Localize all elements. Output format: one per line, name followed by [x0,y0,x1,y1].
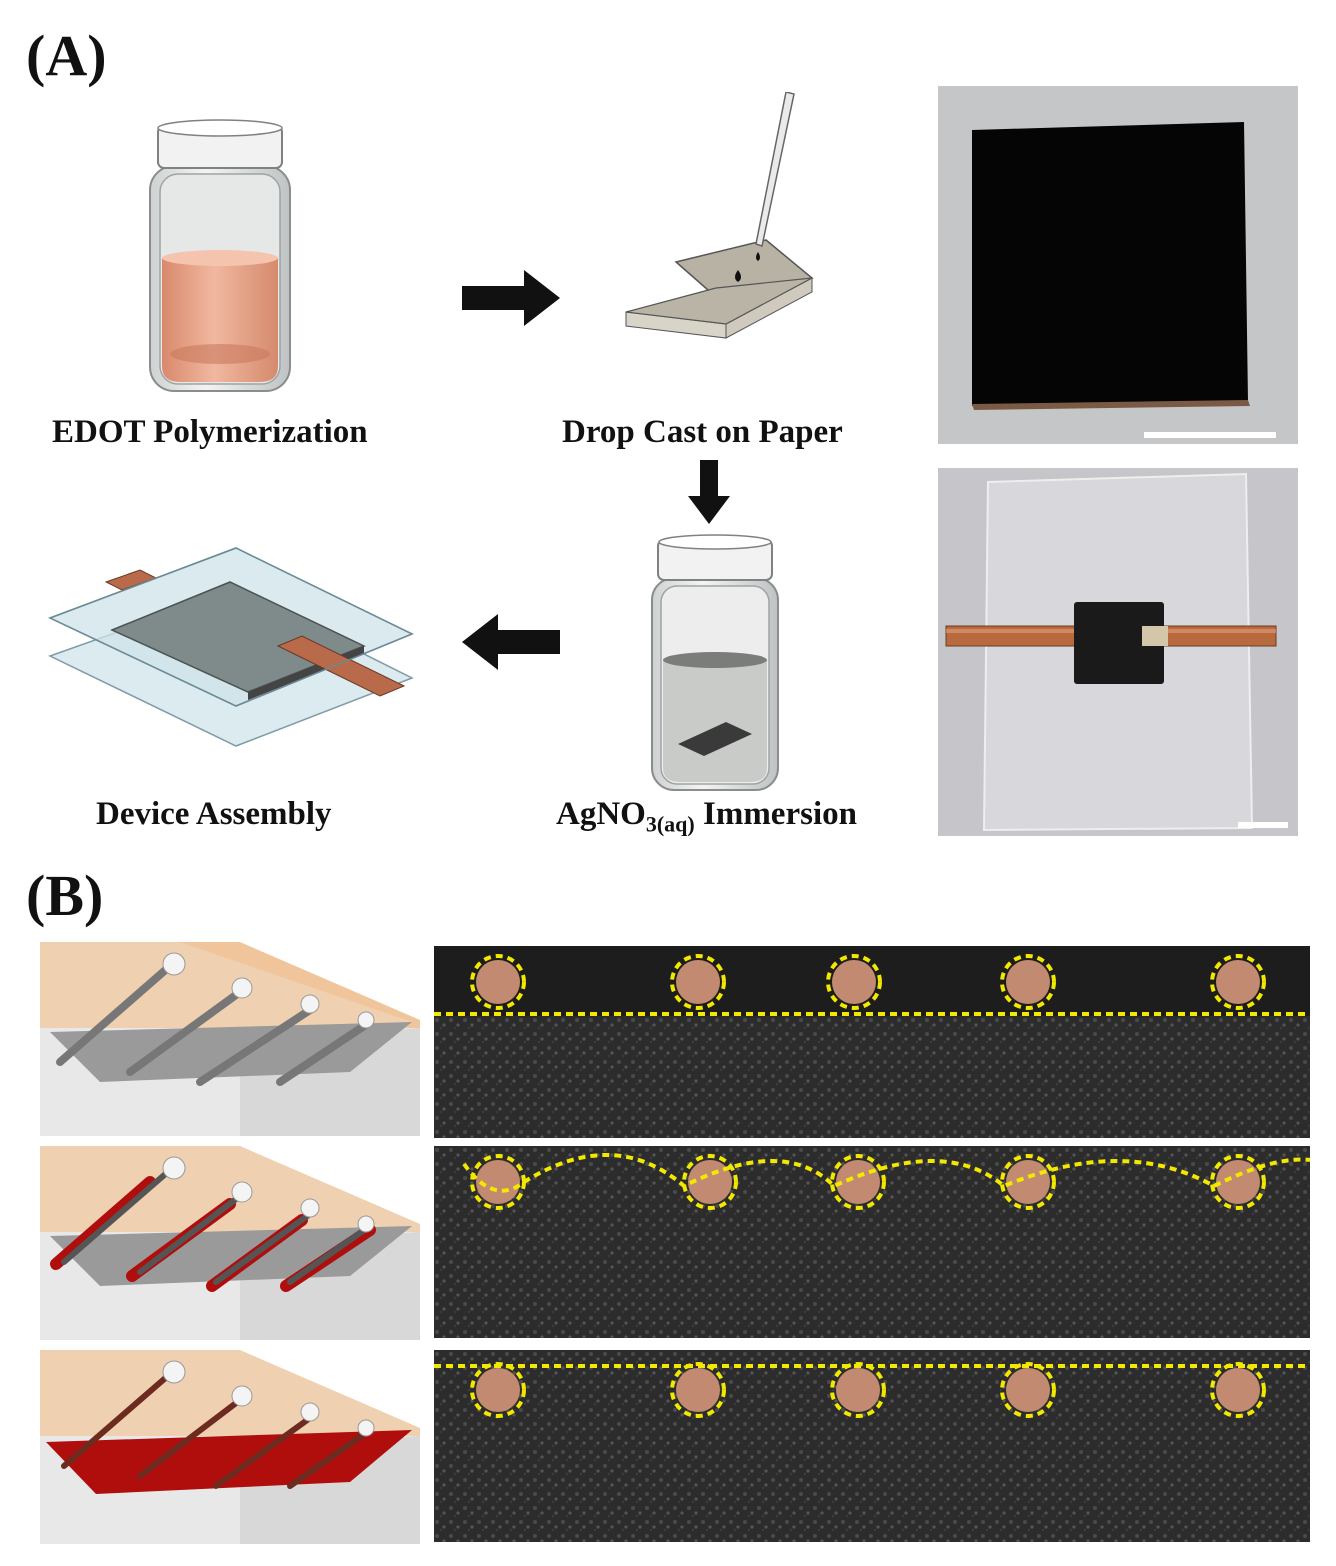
panel-b-label: (B) [26,863,104,928]
photo-device [938,468,1298,836]
step-label-immersion: AgNO3(aq) Immersion [556,796,857,838]
device-assembly-illustration [48,547,414,747]
scale-bar-1 [1144,432,1276,438]
arrow-down-icon [688,460,730,524]
schematic-state-1 [40,942,430,1136]
immersion-text: Immersion [694,796,857,832]
micrograph-state-2 [434,1146,1310,1338]
step-label-drop-cast: Drop Cast on Paper [562,414,843,450]
schematic-state-3 [40,1350,430,1544]
step-label-assembly: Device Assembly [96,796,332,832]
arrow-right-icon [462,270,560,326]
immersion-subscript: 3(aq) [645,811,695,837]
edot-vial-illustration [149,119,291,392]
agno3-vial-illustration [651,534,779,791]
step-label-polymerization: EDOT Polymerization [52,414,368,450]
photo-pedot-paper [938,86,1298,444]
panel-a-label: (A) [26,23,107,88]
micrograph-state-1 [434,946,1310,1138]
arrow-left-icon [462,614,560,670]
micrograph-state-3 [434,1350,1310,1542]
schematic-state-2 [40,1146,430,1340]
immersion-formula: AgNO [556,796,646,832]
scale-bar-2 [1238,822,1288,828]
drop-cast-illustration [625,92,814,339]
